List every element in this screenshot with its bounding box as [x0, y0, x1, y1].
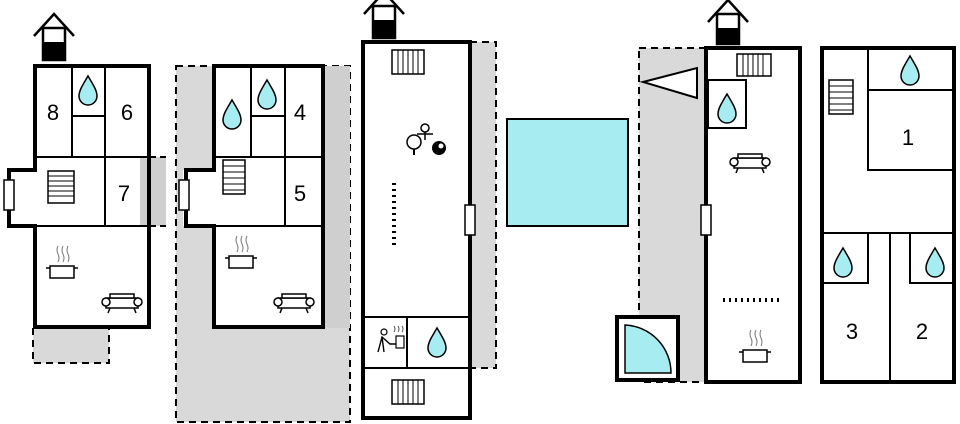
room-number: 3: [846, 319, 858, 344]
room-number: 1: [902, 125, 914, 150]
room-number: 8: [47, 100, 59, 125]
terrace-area: [32, 326, 110, 364]
door-icon: [464, 204, 476, 236]
water-drop-icon: [222, 98, 242, 130]
kitchen-icon: [46, 245, 78, 279]
entrance-icon: [33, 12, 75, 62]
water-drop-icon: [257, 78, 277, 110]
water-drop-icon: [900, 54, 920, 86]
room-number: 6: [121, 100, 133, 125]
game-room-icon: [406, 123, 446, 155]
water-drop-icon: [717, 92, 737, 124]
entrance-icon: [707, 0, 749, 46]
terrace-icon: [639, 66, 698, 100]
kitchen-icon: [225, 235, 257, 269]
building-3: [361, 0, 497, 420]
sofa-icon: [729, 153, 771, 174]
water-drop-icon: [78, 74, 98, 106]
door-icon: [178, 179, 190, 211]
water-drop-icon: [427, 326, 447, 358]
water-drop-icon: [925, 246, 945, 278]
room-number: 2: [916, 319, 928, 344]
water-drop-icon: [833, 246, 853, 278]
building-2: 4 5: [175, 64, 351, 423]
stairs-icon: [47, 170, 75, 204]
pool-icon: [506, 118, 629, 227]
room-number: 5: [294, 181, 306, 206]
entrance-icon: [363, 0, 405, 40]
sofa-icon: [101, 293, 143, 314]
sofa-icon: [273, 293, 315, 314]
radiator-icon: [391, 379, 425, 405]
room-number: 7: [118, 181, 130, 206]
room-number: 4: [294, 100, 306, 125]
building-5: 1 3 2: [820, 46, 956, 384]
radiator-icon: [736, 53, 772, 77]
building-4: [615, 0, 802, 384]
building-1: 8 6 7: [3, 12, 166, 364]
door-icon: [700, 204, 712, 236]
kitchen-icon: [739, 329, 771, 363]
terrace-area: [140, 157, 166, 226]
radiator-icon: [391, 49, 425, 75]
stairs-icon: [222, 159, 246, 195]
stairs-icon: [828, 79, 854, 115]
sauna-icon: [377, 325, 405, 353]
shower-icon: [615, 315, 680, 382]
door-icon: [3, 179, 15, 211]
